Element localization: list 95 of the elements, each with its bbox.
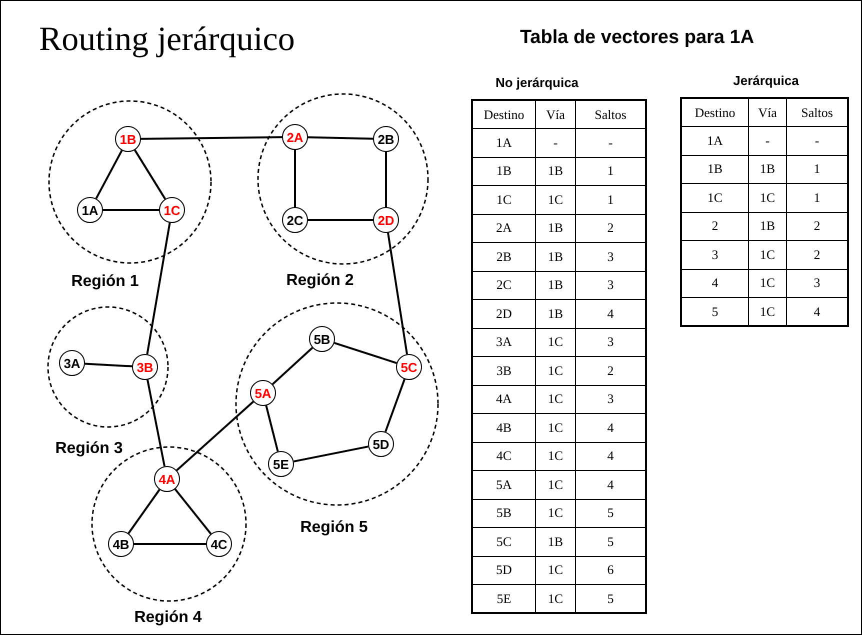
router-node: 2B bbox=[373, 126, 399, 152]
table-cell: 3 bbox=[681, 240, 748, 269]
table-cell: 1C bbox=[536, 385, 576, 414]
link-line bbox=[174, 488, 212, 534]
table-cell: 4A bbox=[472, 385, 536, 414]
table-cell: 3A bbox=[472, 328, 536, 356]
link-line bbox=[334, 342, 397, 364]
link-line bbox=[146, 222, 171, 354]
table-cell: 1C bbox=[536, 470, 576, 499]
table-cell: 2 bbox=[681, 212, 748, 240]
router-node: 1A bbox=[77, 197, 103, 223]
router-node: 2C bbox=[282, 207, 308, 233]
table-cell: 1B bbox=[748, 212, 786, 240]
table-cell: 1B bbox=[536, 214, 576, 242]
link-line bbox=[140, 136, 282, 140]
column-header: Destino bbox=[681, 98, 748, 126]
table-cell: 1C bbox=[748, 184, 786, 212]
region-label: Región 2 bbox=[286, 272, 354, 290]
table-cell: 1A bbox=[472, 128, 536, 157]
router-node: 1C bbox=[159, 197, 185, 223]
table-cell: 2A bbox=[472, 214, 536, 242]
column-header: Vía bbox=[536, 100, 576, 128]
table-cell: 1C bbox=[536, 328, 576, 356]
region-label: Región 5 bbox=[300, 519, 368, 537]
link-line bbox=[387, 232, 408, 354]
table-cell: 2C bbox=[472, 271, 536, 300]
link-line bbox=[308, 136, 374, 140]
table-cell: 1B bbox=[536, 528, 576, 556]
table-cell: 1C bbox=[536, 442, 576, 470]
table-cell: 5A bbox=[472, 470, 536, 499]
link-line bbox=[272, 347, 314, 385]
link-line bbox=[84, 362, 132, 368]
table-cell: 1C bbox=[472, 186, 536, 214]
table-cell: 1B bbox=[681, 155, 748, 184]
link-line bbox=[103, 209, 159, 211]
link-line bbox=[385, 152, 387, 207]
table-cell: - bbox=[748, 126, 786, 155]
table-cell: 1B bbox=[472, 157, 536, 186]
link-line bbox=[294, 150, 296, 207]
router-node: 4C bbox=[206, 531, 232, 557]
router-node: 4B bbox=[108, 531, 134, 557]
table-heading: Tabla de vectores para 1A bbox=[520, 27, 754, 49]
router-node: 4A bbox=[154, 466, 180, 492]
router-node: 2A bbox=[282, 124, 308, 150]
router-node: 3B bbox=[132, 354, 158, 380]
table-cell: 1C bbox=[536, 556, 576, 584]
column-header: Destino bbox=[472, 100, 536, 128]
table-cell: 2B bbox=[472, 242, 536, 271]
router-node: 5C bbox=[396, 354, 422, 380]
link-line bbox=[134, 543, 206, 545]
table-cell: 1C bbox=[536, 414, 576, 442]
table-cell: 1C bbox=[536, 499, 576, 528]
table-cell: 1B bbox=[536, 157, 576, 186]
region-label: Región 3 bbox=[55, 440, 123, 458]
table-cell: 1C bbox=[748, 269, 786, 298]
link-line bbox=[95, 150, 123, 200]
table-cell: 1B bbox=[536, 271, 576, 300]
table-subtitle: Jerárquica bbox=[733, 73, 799, 88]
table-cell: 4 bbox=[681, 269, 748, 298]
link-line bbox=[176, 400, 254, 472]
router-node: 5E bbox=[268, 451, 294, 477]
table-cell: - bbox=[536, 128, 576, 157]
table-cell: 1B bbox=[748, 155, 786, 184]
link-line bbox=[128, 489, 160, 534]
table-cell: 5B bbox=[472, 499, 536, 528]
region-label: Región 4 bbox=[134, 609, 202, 627]
table-cell: 5C bbox=[472, 528, 536, 556]
link-line bbox=[265, 405, 279, 452]
router-node: 2D bbox=[373, 207, 399, 233]
router-node: 5D bbox=[368, 431, 394, 457]
table-cell: 1C bbox=[748, 240, 786, 269]
router-node: 5B bbox=[309, 326, 335, 352]
table-cell: 2D bbox=[472, 300, 536, 328]
table-cell: 1B bbox=[536, 242, 576, 271]
link-line bbox=[134, 150, 166, 200]
table-cell: 4B bbox=[472, 414, 536, 442]
table-cell: 1B bbox=[536, 300, 576, 328]
region-label: Región 1 bbox=[71, 273, 139, 291]
table-cell: 1C bbox=[681, 184, 748, 212]
table-cell: 4C bbox=[472, 442, 536, 470]
link-line bbox=[294, 446, 368, 462]
table-cell: 1C bbox=[536, 186, 576, 214]
link-line bbox=[384, 378, 406, 432]
table-cell: 1A bbox=[681, 126, 748, 155]
router-node: 1B bbox=[115, 126, 141, 152]
table-subtitle: No jerárquica bbox=[495, 75, 579, 90]
link-line bbox=[308, 219, 373, 221]
router-node: 3A bbox=[59, 350, 85, 376]
table-cell: 5D bbox=[472, 556, 536, 584]
table-cell: 3B bbox=[472, 356, 536, 385]
column-header: Vía bbox=[748, 98, 786, 126]
diagram-title: Routing jerárquico bbox=[39, 21, 295, 59]
table-cell: 1C bbox=[536, 356, 576, 385]
router-node: 5A bbox=[250, 380, 276, 406]
link-line bbox=[146, 380, 166, 466]
